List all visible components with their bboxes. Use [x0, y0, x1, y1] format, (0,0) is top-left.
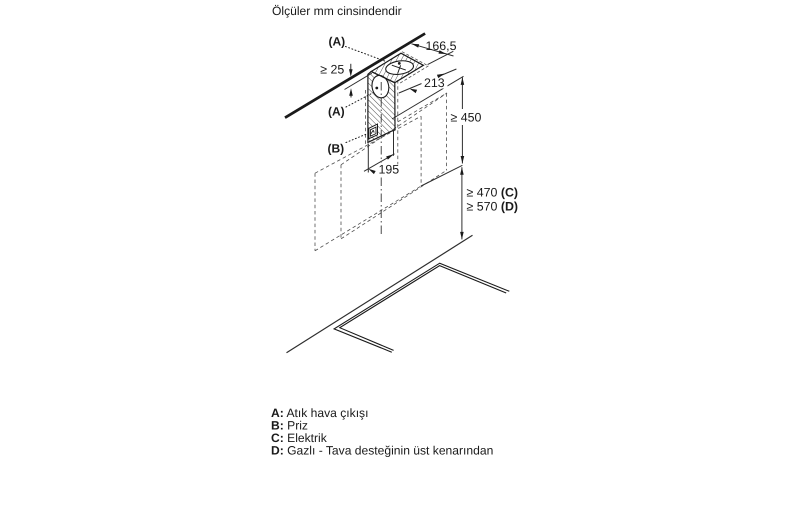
- svg-text:195: 195: [379, 163, 400, 177]
- svg-text:C: Elektrik: C: Elektrik: [271, 431, 328, 445]
- svg-text:≥ 25: ≥ 25: [320, 63, 344, 77]
- svg-text:(A): (A): [329, 35, 346, 49]
- svg-text:(B): (B): [328, 142, 345, 156]
- svg-text:(A): (A): [328, 105, 345, 119]
- svg-text:A: Atık hava çıkışı: A: Atık hava çıkışı: [271, 406, 368, 420]
- svg-text:B: Priz: B: Priz: [271, 418, 308, 432]
- svg-text:Ölçüler mm cinsindendir: Ölçüler mm cinsindendir: [272, 4, 402, 18]
- svg-text:D: Gazlı - Tava desteğinin üst: D: Gazlı - Tava desteğinin üst kenarında…: [271, 444, 493, 458]
- svg-text:≥ 450: ≥ 450: [451, 111, 482, 125]
- svg-text:≥ 570 (D): ≥ 570 (D): [467, 200, 519, 214]
- svg-text:213: 213: [424, 76, 445, 90]
- svg-text:≥ 470 (C): ≥ 470 (C): [467, 185, 519, 199]
- svg-text:166,5: 166,5: [426, 39, 457, 53]
